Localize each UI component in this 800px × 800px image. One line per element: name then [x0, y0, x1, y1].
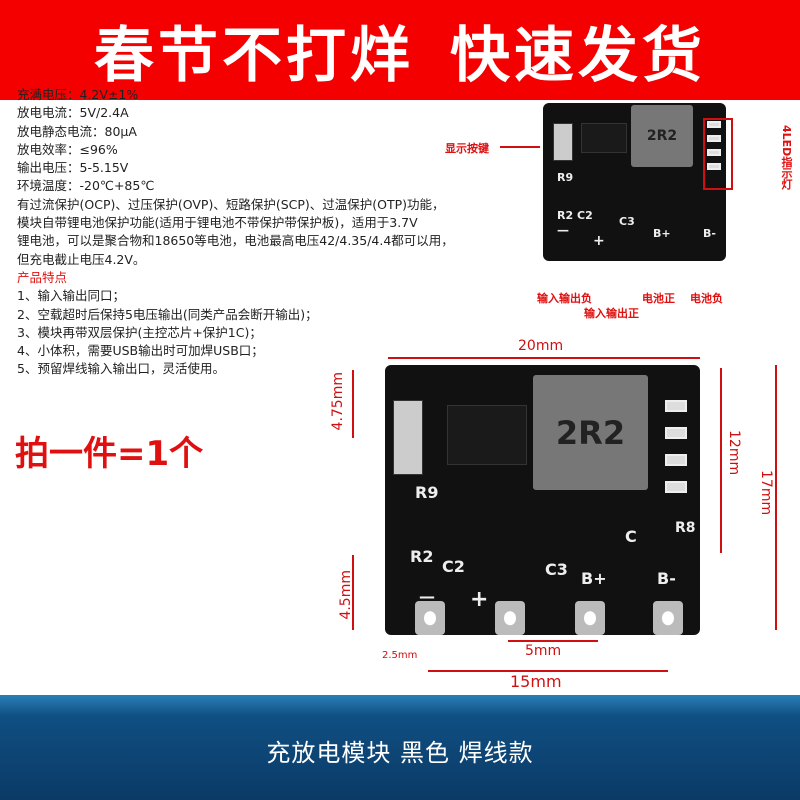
pad-bat-pos [575, 601, 605, 635]
silk-bminus: B- [703, 227, 716, 240]
spec-line: 放电效率：≤96% [17, 141, 118, 157]
feature-item: 2、空载超时后保持5电压输出(同类产品会断开输出)； [17, 306, 318, 322]
silk-r9: R9 [415, 483, 439, 502]
silk-r8: R8 [675, 520, 696, 536]
small-pcb: 2R2 R9 R2 C2 C3 — + B+ B- [543, 103, 726, 261]
led [707, 149, 721, 156]
led [665, 454, 687, 466]
led [665, 427, 687, 439]
button-label: 显示按键 [445, 142, 489, 155]
dim-2-5mm: 2.5mm [382, 650, 418, 661]
spec-line: 放电静态电流：80μA [17, 123, 137, 139]
dim-17mm: 17mm [758, 470, 774, 516]
silk-r2: R2 [410, 547, 434, 566]
dim-line [720, 368, 722, 553]
dim-12mm: 12mm [726, 430, 742, 476]
silk-minus: — [557, 223, 569, 237]
silk-r9: R9 [557, 171, 574, 184]
spec-line: 放电电流：5V/2.4A [17, 105, 129, 121]
spec-line: 模块自带锂电池保护功能(适用于锂电池不带保护带保护板)，适用于3.7V [17, 215, 418, 231]
led [707, 121, 721, 128]
ic-chip [447, 405, 527, 465]
footer-band: 充放电模块 黑色 焊线款 [0, 695, 800, 800]
dim-5mm: 5mm [525, 643, 562, 659]
pin-label-bat-neg: 电池负 [690, 292, 723, 305]
dim-line [428, 670, 668, 672]
silk-bplus: B+ [581, 569, 607, 588]
led-highlight-box [703, 118, 733, 190]
quantity-note: 拍一件=1个 [15, 434, 204, 474]
footer-caption: 充放电模块 黑色 焊线款 [266, 739, 534, 767]
pin-label-bat-pos: 电池正 [642, 292, 675, 305]
led [707, 135, 721, 142]
promo-banner: 春节不打烊 快速发货 [0, 0, 800, 100]
silk-plus: + [470, 587, 489, 612]
spec-line: 输出电压：5-5.15V [17, 160, 129, 176]
silk-plus: + [593, 233, 605, 249]
inductor: 2R2 [631, 105, 693, 167]
silk-bminus: B- [657, 569, 676, 588]
dim-line [352, 370, 354, 438]
dim-button: 4.75mm [330, 372, 346, 431]
inductor: 2R2 [533, 375, 648, 490]
spec-line: 充满电压：4.2V±1% [17, 87, 139, 102]
big-pcb: 2R2 R9 R2 C2 C3 C R8 — + B+ B- [385, 365, 700, 635]
dim-width: 20mm [518, 338, 564, 354]
feature-item: 3、模块再带双层保护(主控芯片+保护1C)； [17, 324, 262, 340]
silk-bplus: B+ [653, 227, 671, 240]
dim-line [352, 555, 354, 630]
silk-c3: C3 [545, 560, 568, 579]
silk-c3: C3 [619, 215, 635, 228]
button-switch [393, 400, 423, 475]
led-label: 4LED指示灯 [780, 125, 793, 190]
feature-item: 1、输入输出同口； [17, 288, 125, 304]
feature-item: 5、预留焊线输入输出口，灵活使用。 [17, 361, 225, 377]
dim-4-5mm: 4.5mm [338, 570, 354, 620]
led [665, 481, 687, 493]
spec-line: 锂电池，可以是聚合物和18650等电池，电池最高电压42/4.35/4.4都可以… [17, 233, 454, 249]
dim-line [775, 365, 777, 630]
spec-line: 有过流保护(OCP)、过压保护(OVP)、短路保护(SCP)、过温保护(OTP)… [17, 196, 445, 212]
dim-line [508, 640, 598, 642]
silk-r2: R2 [557, 209, 574, 222]
pad-io-pos [495, 601, 525, 635]
dim-line [388, 357, 700, 359]
led [665, 400, 687, 412]
silk-c: C [625, 527, 637, 546]
ic-chip [581, 123, 627, 153]
silk-c2: C2 [442, 557, 465, 576]
button-switch [553, 123, 573, 161]
silk-c2: C2 [577, 209, 593, 222]
banner-left-text: 春节不打烊 [94, 20, 414, 91]
features-title: 产品特点 [17, 269, 68, 285]
pin-label-io-neg: 输入输出负 [537, 292, 592, 305]
spec-list: 充满电压：4.2V±1% 放电电流：5V/2.4A 放电静态电流：80μA 放电… [17, 87, 454, 379]
pin-label-io-pos: 输入输出正 [584, 307, 639, 320]
pad-io-neg [415, 601, 445, 635]
feature-item: 4、小体积，需要USB输出时可加焊USB口； [17, 343, 264, 359]
led [707, 163, 721, 170]
arrow [500, 146, 540, 148]
pad-bat-neg [653, 601, 683, 635]
spec-line: 但充电截止电压4.2V。 [17, 251, 146, 267]
banner-right-text: 快速发货 [450, 20, 706, 91]
dim-15mm: 15mm [510, 672, 562, 691]
spec-line: 环境温度：-20℃+85℃ [17, 178, 155, 194]
